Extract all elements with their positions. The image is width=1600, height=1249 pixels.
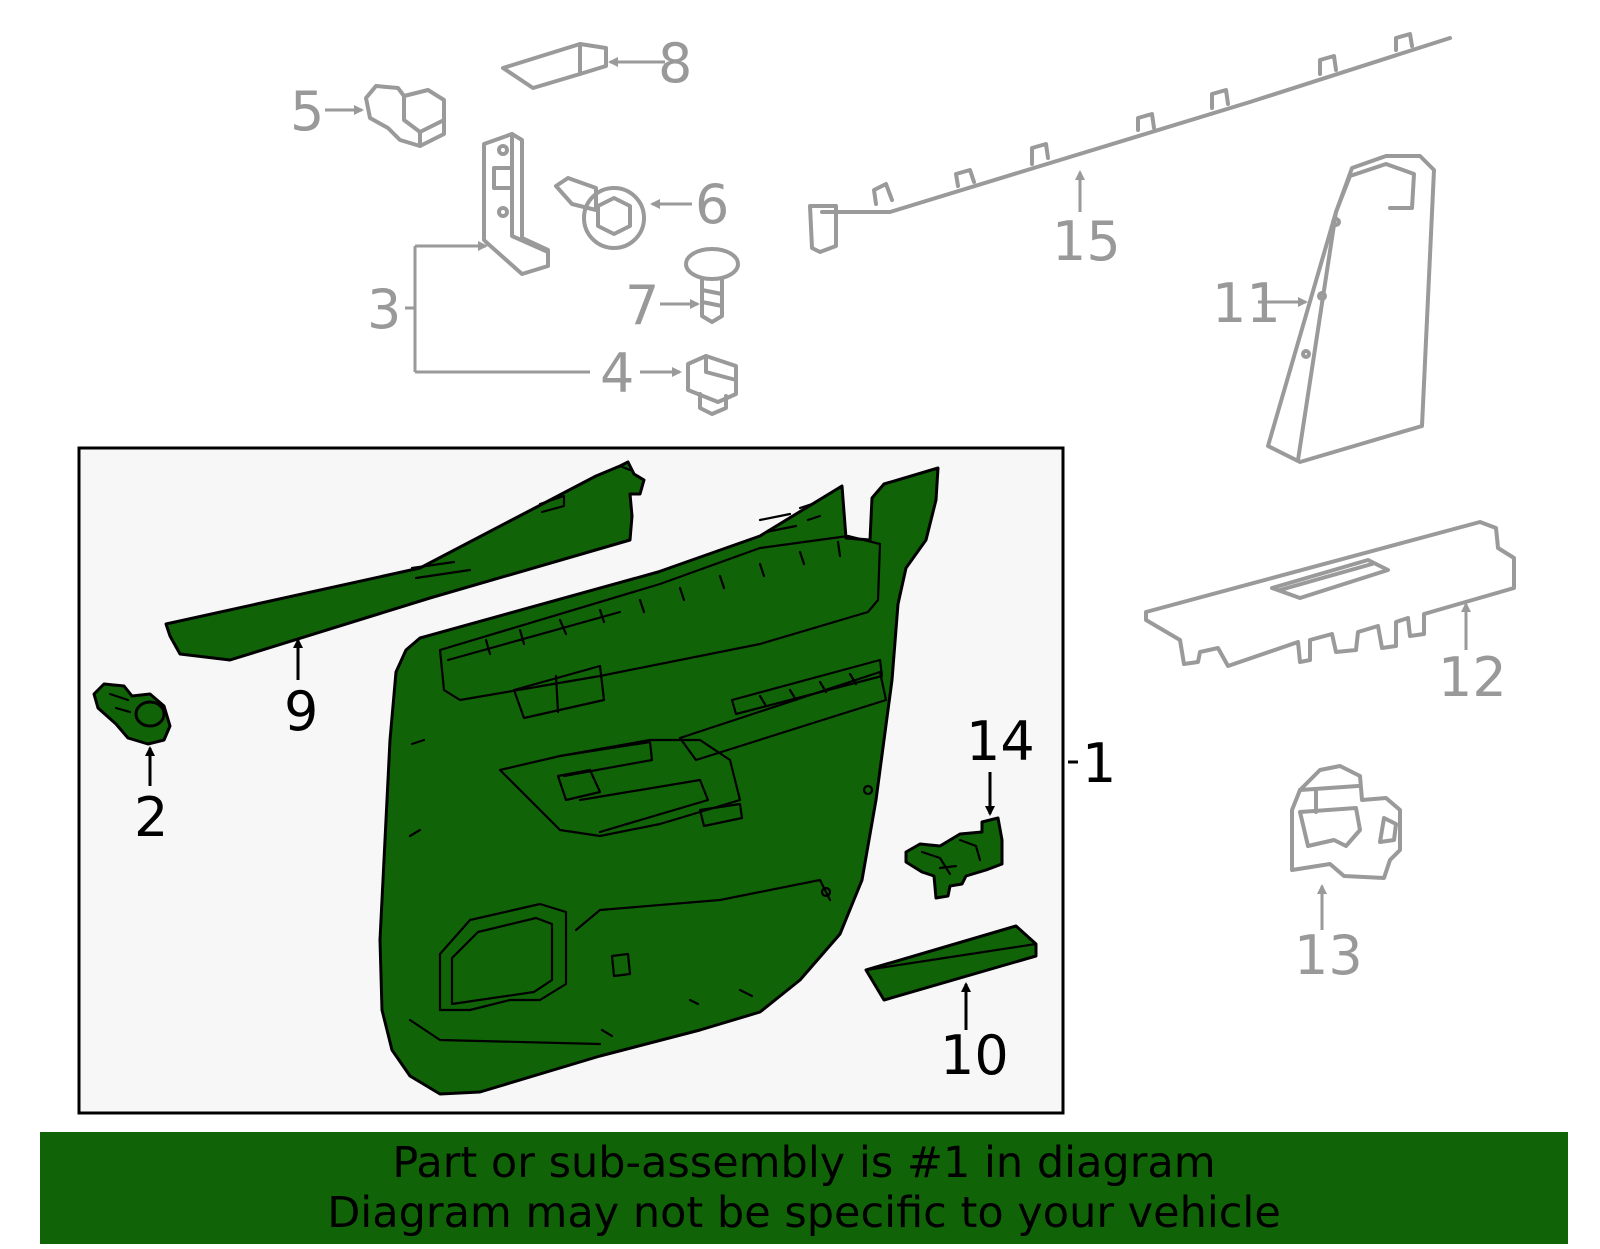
callout-15: 15 [1052,210,1121,273]
part-10-lower-strip[interactable] [864,924,1038,1002]
banner-line-1: Part or sub-assembly is #1 in diagram [392,1138,1216,1188]
callout-6: 6 [695,173,729,236]
part-15-wire-harness[interactable] [808,32,1452,254]
part-8-plate[interactable] [501,42,608,90]
part-11-trim-panel[interactable] [1266,154,1436,464]
part-1-door-trim-panel[interactable] [378,466,940,1096]
part-9-upper-trim[interactable] [164,460,646,662]
part-6-bolt[interactable] [554,176,646,250]
banner-line-2: Diagram may not be specific to your vehi… [327,1188,1281,1238]
info-banner: Part or sub-assembly is #1 in diagram Di… [40,1132,1568,1244]
part-13-switch[interactable] [1290,764,1402,880]
callout-13: 13 [1294,924,1363,987]
callout-12: 12 [1438,646,1507,709]
callout-9: 9 [284,680,318,743]
callout-4: 4 [600,342,634,405]
callout-8: 8 [658,32,692,95]
part-3-bracket[interactable] [482,132,550,276]
part-4-clip[interactable] [686,354,738,416]
callout-11: 11 [1212,272,1281,335]
part-2-clip[interactable] [92,682,172,746]
callout-7: 7 [625,274,659,337]
part-5-clip[interactable] [364,84,446,148]
part-14-bracket[interactable] [904,816,1004,900]
part-7-screw[interactable] [684,247,740,324]
callout-5: 5 [290,80,324,143]
callout-1: 1 [1082,732,1116,795]
part-12-switch-panel[interactable] [1144,520,1516,668]
callout-10: 10 [940,1024,1009,1087]
callout-3-bracket [405,244,590,374]
callout-2: 2 [134,786,168,849]
callout-3: 3 [367,278,401,341]
callout-14: 14 [966,710,1035,773]
